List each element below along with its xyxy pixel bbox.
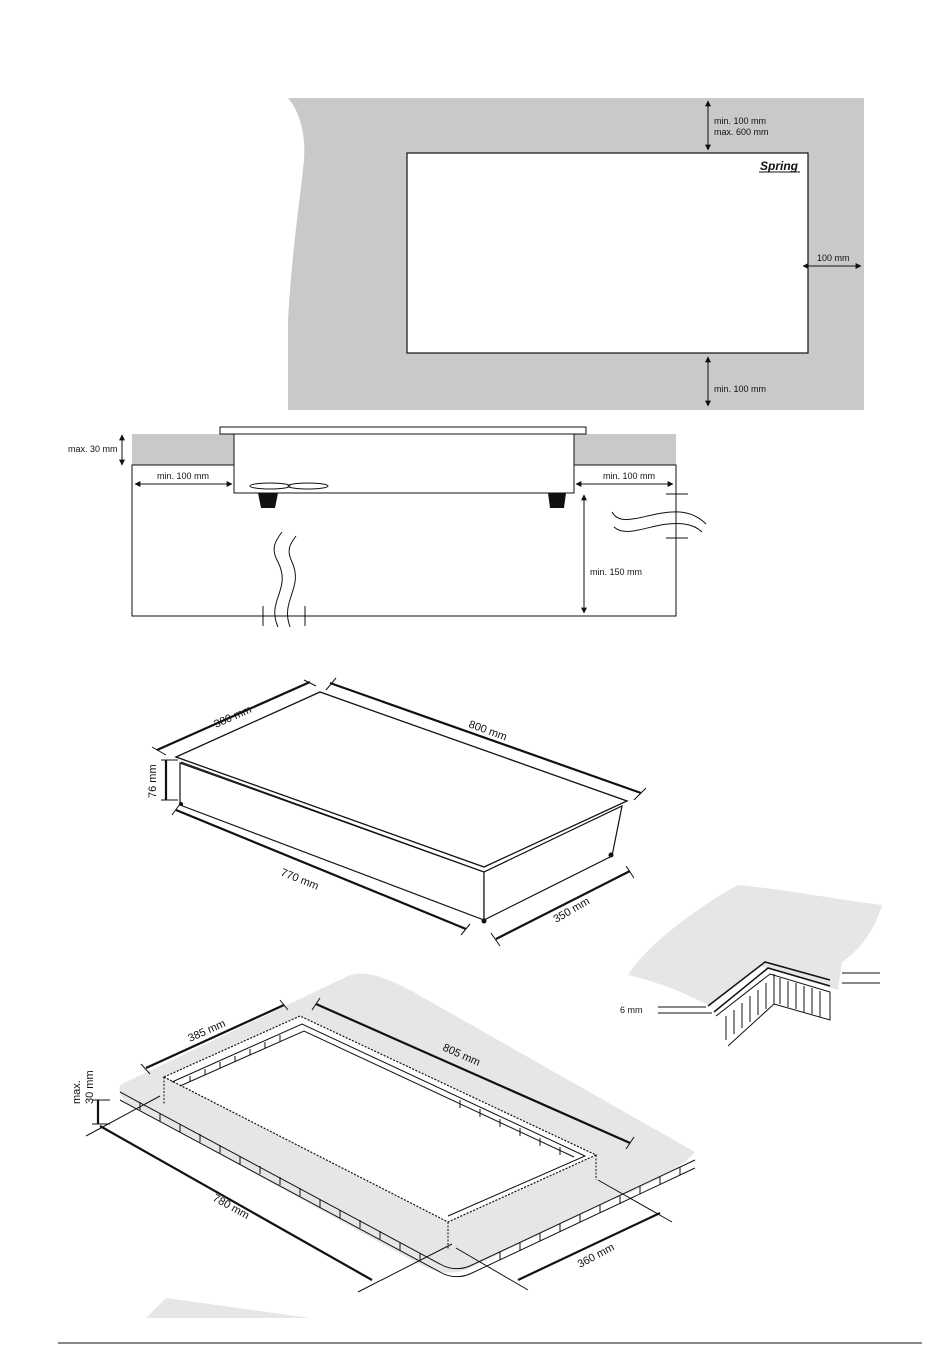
appliance-view: 380 mm 800 mm 76 mm 770 mm 350 mm: [147, 678, 646, 946]
brand-logo: Spring: [760, 159, 799, 173]
dim-top-max: max. 600 mm: [714, 127, 769, 137]
detail-surface: [628, 885, 882, 1005]
dim-side: 100 mm: [817, 253, 850, 263]
dim-top-min: min. 100 mm: [714, 116, 766, 126]
dim-depth-value: 30 mm: [84, 1070, 96, 1104]
dim-bottom: min. 100 mm: [714, 384, 766, 394]
hob-glass-plate: [220, 427, 586, 434]
cutout-view: 385 mm 805 mm max. 30 mm 780 mm 360 mm: [71, 974, 695, 1292]
hob-foot-right: [548, 493, 566, 508]
hob-outline: [407, 153, 808, 353]
hob-foot-left: [258, 493, 278, 508]
edge-detail: 6 mm: [620, 885, 882, 1046]
top-view: Spring min. 100 mm max. 600 mm 100 mm mi…: [288, 98, 864, 410]
section-view: max. 30 mm min. 100 mm min. 100 mm min. …: [68, 427, 706, 627]
dim-right: min. 100 mm: [603, 471, 655, 481]
dim-below: min. 150 mm: [590, 567, 642, 577]
worktop-fragment: [146, 1298, 310, 1318]
dim-depth: max. 30 mm: [68, 444, 118, 454]
dim-outer-width: 360 mm: [576, 1241, 617, 1270]
dim-length-bottom: 770 mm: [279, 867, 320, 893]
dim-depth-max: max.: [71, 1080, 83, 1104]
dim-outer-length: 780 mm: [211, 1192, 252, 1222]
dim-height: 76 mm: [147, 764, 159, 798]
dim-left: min. 100 mm: [157, 471, 209, 481]
dim-edge: 6 mm: [620, 1005, 643, 1015]
